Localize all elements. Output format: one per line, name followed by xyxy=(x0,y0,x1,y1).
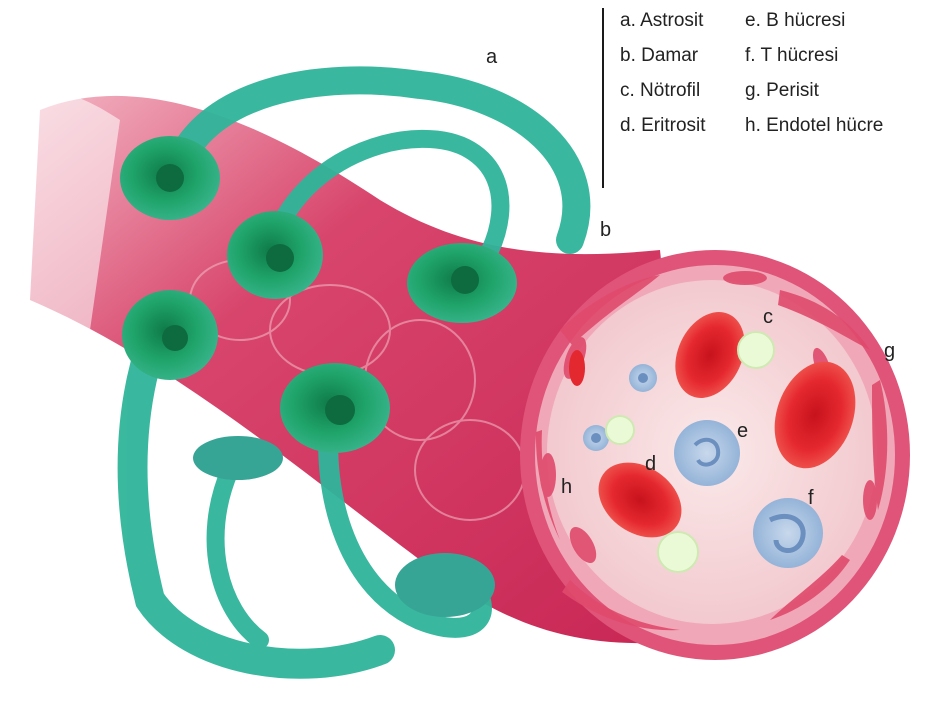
marker-h: h xyxy=(561,476,572,498)
marker-c: c xyxy=(763,306,773,328)
marker-f: f xyxy=(808,487,814,509)
marker-e: e xyxy=(737,420,748,442)
legend-item-b: b. Damar xyxy=(620,45,698,67)
marker-g: g xyxy=(884,340,895,362)
legend-item-h: h. Endotel hücre xyxy=(745,115,883,137)
legend-item-e: e. B hücresi xyxy=(745,10,845,32)
legend-item-g: g. Perisit xyxy=(745,80,819,102)
legend-item-a: a. Astrosit xyxy=(620,10,703,32)
marker-a: a xyxy=(486,46,497,68)
legend-item-c: c. Nötrofil xyxy=(620,80,700,102)
legend-divider xyxy=(602,8,604,188)
marker-b: b xyxy=(600,219,611,241)
legend-item-d: d. Eritrosit xyxy=(620,115,706,137)
legend-item-f: f. T hücresi xyxy=(745,45,838,67)
marker-d: d xyxy=(645,453,656,475)
